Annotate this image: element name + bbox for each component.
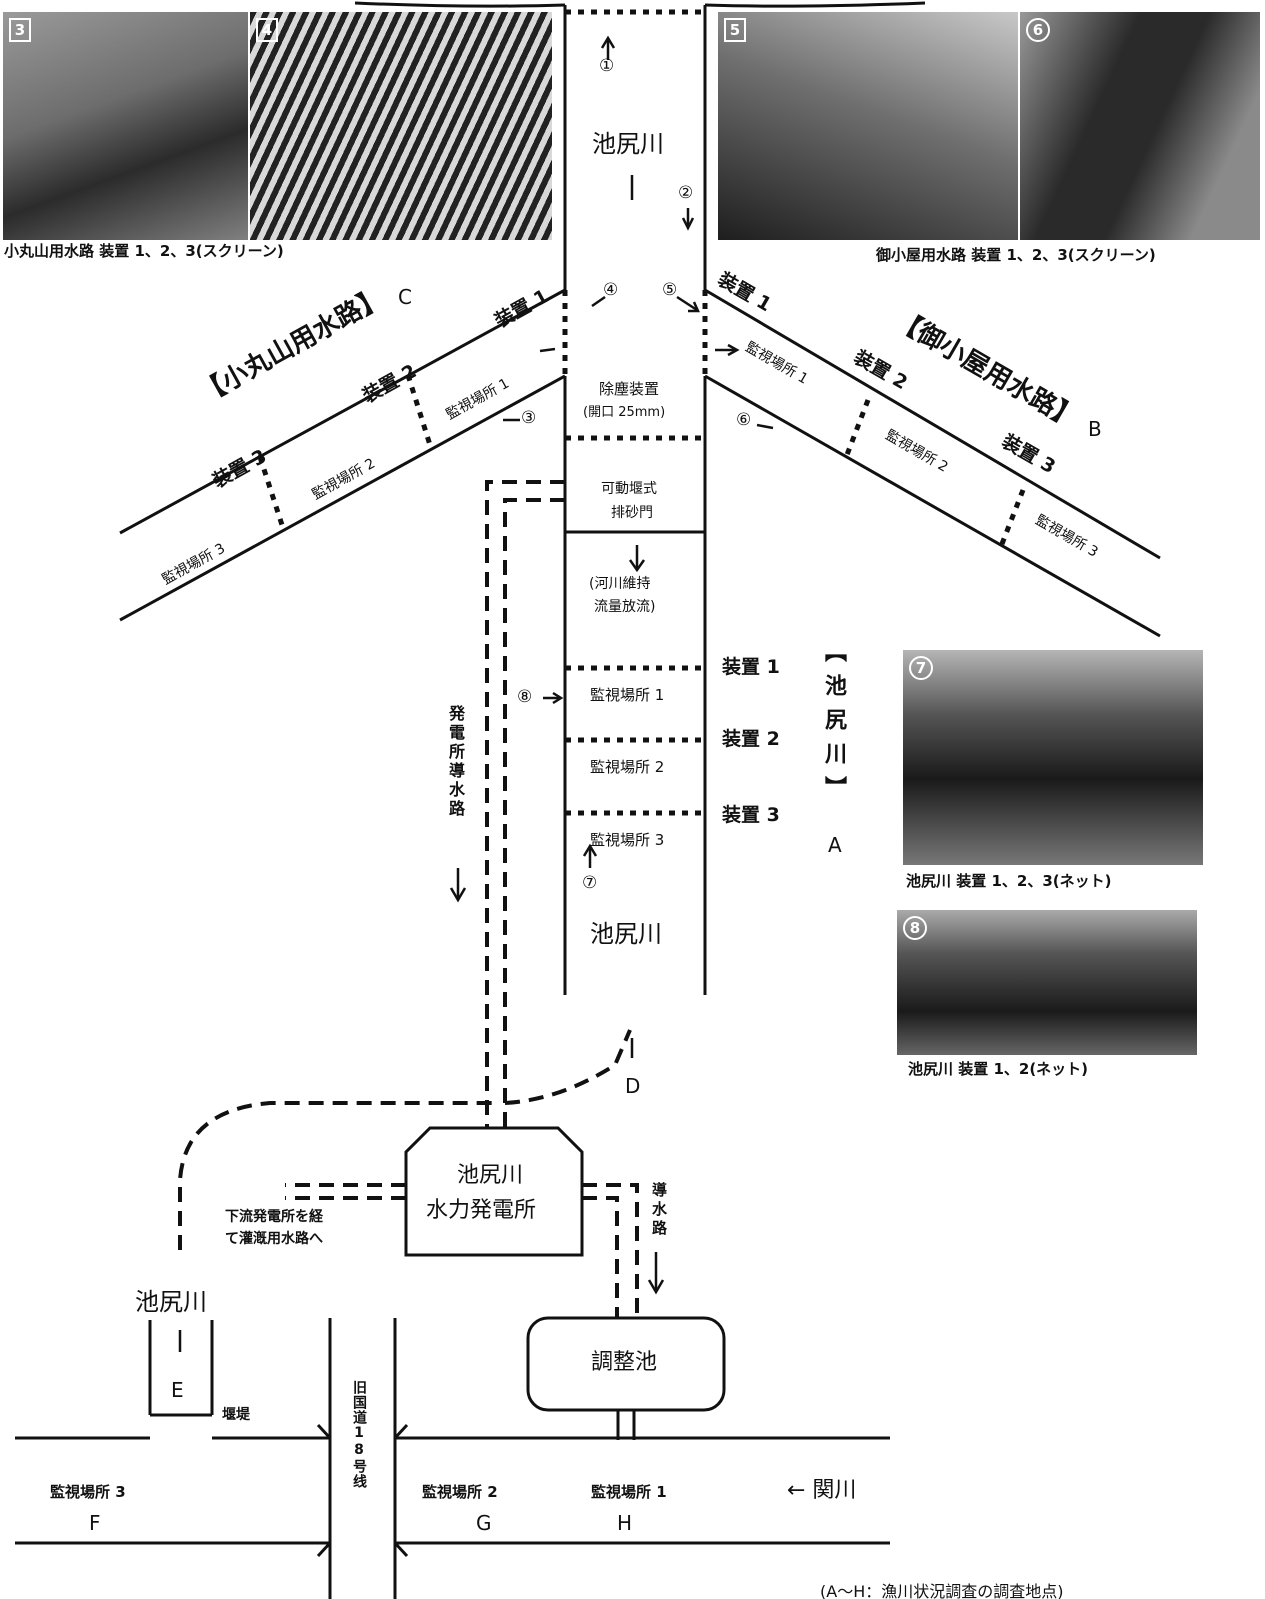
point-d: D xyxy=(625,1076,640,1096)
penstock-1 xyxy=(582,1185,637,1318)
point-e: E xyxy=(171,1380,184,1400)
dust-device-opening: (開口 25mm) xyxy=(583,406,665,419)
canal-c-letter: C xyxy=(398,287,412,307)
marker-4: ④ xyxy=(603,282,618,299)
photo-number: 8 xyxy=(903,916,927,940)
power-plant-line2: 水力発電所 xyxy=(426,1200,536,1222)
route-18-label: 旧国道18号线 xyxy=(352,1380,366,1489)
river-device-3: 装置 3 xyxy=(722,806,780,825)
site-h-label: 監視場所 1 xyxy=(591,1485,667,1500)
footer-note: (A～H：漁川状況調査の調査地点) xyxy=(820,1584,1063,1599)
power-plant-line1: 池尻川 xyxy=(457,1165,523,1187)
photo-5: 5 xyxy=(718,12,1018,240)
river-title: 【池尻川】 xyxy=(822,640,844,810)
dotted-canal-c-device-2 xyxy=(408,375,430,445)
penstock-label: 導水路 xyxy=(651,1182,666,1239)
top-bracket-right xyxy=(705,3,925,6)
photo-7: 7 xyxy=(903,650,1203,865)
marker-6: ⑥ xyxy=(736,412,751,429)
weir-label: 堰堤 xyxy=(222,1408,250,1422)
canal-b-letter: B xyxy=(1088,419,1102,439)
river-device-2: 装置 2 xyxy=(722,730,780,749)
photo-number: 6 xyxy=(1026,18,1050,42)
photo-number: 4 xyxy=(256,18,278,42)
photo-number: 5 xyxy=(724,18,746,42)
photo-caption-canal-b: 御小屋用水路 装置 1、2、3(スクリーン) xyxy=(876,248,1156,263)
ikejiri-lower: 池尻川 xyxy=(135,1290,207,1314)
regulating-pond-label: 調整池 xyxy=(591,1352,657,1374)
photo-8: 8 xyxy=(897,910,1197,1055)
photo-caption-river-2: 池尻川 装置 1、2(ネット) xyxy=(908,1062,1088,1077)
downstream-note-2: て灌漑用水路へ xyxy=(225,1232,323,1246)
dashed-to-d xyxy=(505,1030,630,1103)
headrace-inner xyxy=(505,500,565,1128)
marker-3: ③ xyxy=(521,410,536,427)
power-plant-box xyxy=(406,1128,582,1255)
canal-b-lower-wall xyxy=(705,376,1160,636)
site-g-label: 監視場所 2 xyxy=(422,1485,498,1500)
photo-3: 3 xyxy=(3,12,248,240)
site-h-letter: H xyxy=(617,1513,632,1533)
river-device-1: 装置 1 xyxy=(722,658,780,677)
sand-gate-2: 排砂門 xyxy=(611,506,653,520)
photo-4: 4 xyxy=(250,12,552,240)
marker-2: ② xyxy=(678,185,693,202)
penstock-2 xyxy=(582,1198,617,1318)
river-name-top: 池尻川 xyxy=(592,132,664,156)
dotted-canal-b-device-3 xyxy=(1000,490,1023,549)
marker-7: ⑦ xyxy=(582,875,597,892)
site-f-label: 監視場所 3 xyxy=(50,1485,126,1500)
site-g-letter: G xyxy=(476,1513,492,1533)
photo-6: 6 xyxy=(1020,12,1260,240)
dust-device: 除塵装置 xyxy=(599,382,659,397)
marker-5: ⑤ xyxy=(662,282,677,299)
river-site-3: 監視場所 3 xyxy=(590,833,664,848)
dashed-to-ikejiri xyxy=(180,1103,495,1250)
photo-number: 7 xyxy=(909,656,933,680)
photo-number: 3 xyxy=(9,18,31,42)
maintenance-flow-2: 流量放流) xyxy=(594,600,655,614)
headrace-outer xyxy=(487,482,565,1128)
river-letter-a: A xyxy=(828,835,842,855)
top-bracket-left xyxy=(355,3,565,6)
seki-river: ← 関川 xyxy=(787,1480,856,1502)
sand-gate-1: 可動堰式 xyxy=(601,482,657,496)
headrace-label: 発電所導水路 xyxy=(447,705,463,819)
river-name-bottom: 池尻川 xyxy=(590,922,662,946)
dotted-canal-b-device-2 xyxy=(845,400,868,460)
river-site-2: 監視場所 2 xyxy=(590,760,664,775)
photo-caption-river-3: 池尻川 装置 1、2、3(ネット) xyxy=(906,874,1111,889)
marker-8: ⑧ xyxy=(517,689,532,706)
downstream-note-1: 下流発電所を経 xyxy=(225,1210,323,1224)
photo-caption-canal-c: 小丸山用水路 装置 1、2、3(スクリーン) xyxy=(4,244,284,259)
river-site-1: 監視場所 1 xyxy=(590,688,664,703)
maintenance-flow-1: (河川維持 xyxy=(589,577,650,591)
site-f-letter: F xyxy=(89,1513,101,1533)
marker-1: ① xyxy=(599,58,614,75)
